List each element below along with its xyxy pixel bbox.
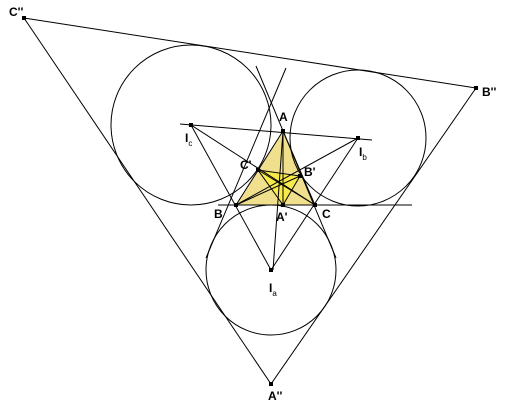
label-b1: B'	[304, 165, 316, 179]
marker-a2	[269, 382, 273, 386]
marker-c	[313, 203, 317, 207]
label-c: C	[322, 207, 331, 221]
marker-b	[234, 203, 238, 207]
orthic-cevians	[235, 131, 316, 206]
label-ib-sub: b	[362, 153, 367, 162]
line-c-c1	[257, 169, 316, 206]
label-ic: Ic	[185, 131, 192, 148]
label-b2: B''	[482, 85, 497, 99]
line-ic-a2	[190, 124, 272, 271]
marker-b2	[474, 86, 478, 90]
line-ic-c	[190, 124, 316, 206]
label-ic-base: I	[185, 131, 188, 145]
excircle-c	[110, 44, 272, 206]
side-b2-a2	[270, 87, 477, 385]
side-c2-b2	[23, 17, 477, 89]
marker-ic	[189, 123, 193, 127]
line-b-b1	[235, 175, 301, 206]
label-ib-base: I	[359, 145, 362, 159]
label-ib: Ib	[359, 145, 367, 162]
side-c2-a2	[23, 17, 272, 385]
label-c1: C'	[240, 158, 252, 172]
line-ia-a	[272, 130, 284, 271]
marker-c1	[256, 168, 260, 172]
marker-c2	[22, 16, 26, 20]
marker-b1	[298, 174, 302, 178]
point-labels: A B C A' B' C' A'' B'' C'' Ia Ib Ic	[9, 5, 497, 403]
excircle-b	[289, 69, 427, 207]
label-a: A	[279, 110, 288, 124]
label-ia: Ia	[269, 281, 277, 298]
label-ia-sub: a	[272, 289, 277, 298]
label-ic-sub: c	[188, 139, 192, 148]
label-a2: A''	[268, 389, 283, 403]
marker-ia	[269, 268, 273, 272]
excircles	[110, 44, 427, 336]
marker-a	[281, 129, 285, 133]
construction-lines	[23, 17, 477, 385]
label-ia-base: I	[269, 281, 272, 295]
label-a1: A'	[276, 210, 288, 224]
marker-a1	[281, 203, 285, 207]
marker-ib	[356, 136, 360, 140]
label-c2: C''	[9, 5, 24, 19]
line-ab-extended	[205, 67, 287, 259]
label-b: B	[214, 207, 223, 221]
point-markers	[22, 16, 478, 386]
line-ic-ib	[179, 123, 373, 141]
triangle-abc-fill	[236, 131, 315, 205]
line-ib-b	[235, 137, 359, 206]
